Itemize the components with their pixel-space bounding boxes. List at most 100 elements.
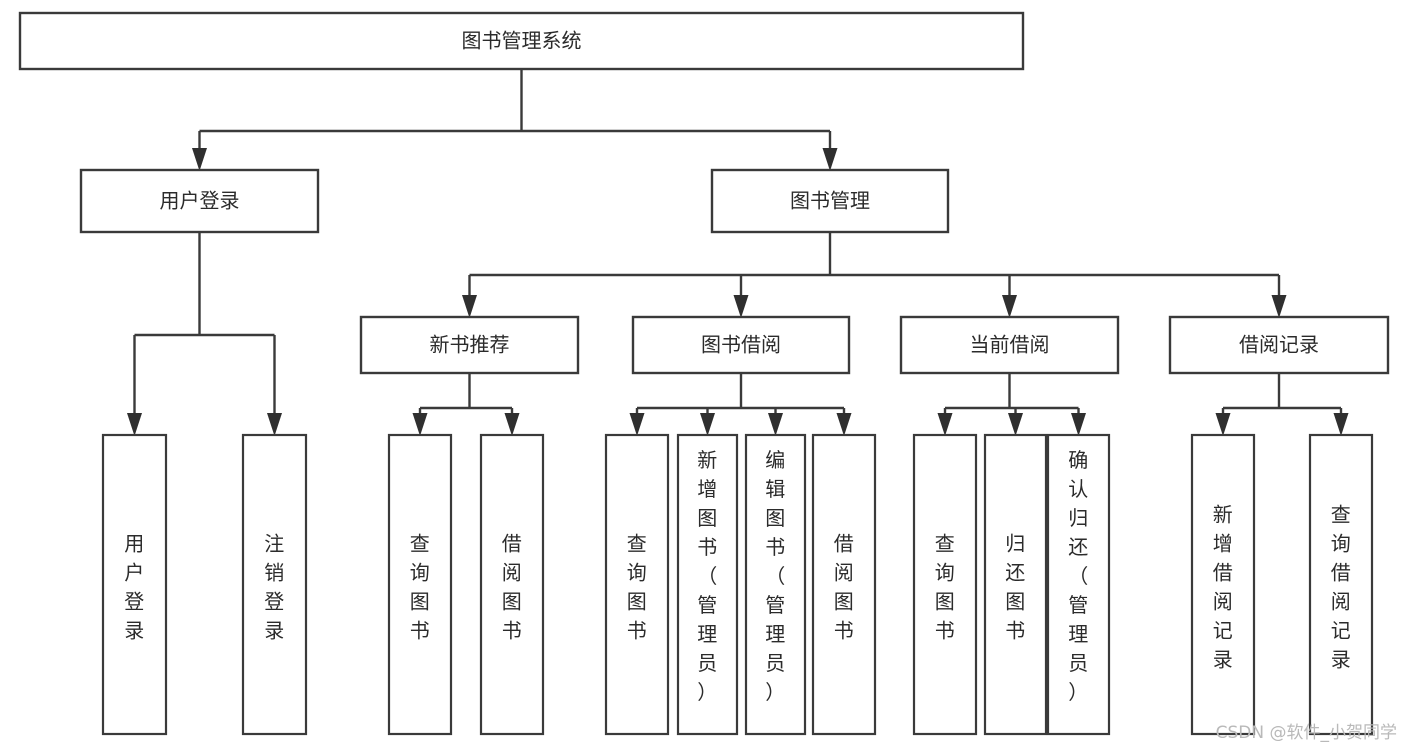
arrow-head-leaf-current-return [1008, 413, 1023, 436]
node-label-leaf-user-login: 用户登录 [124, 531, 145, 642]
arrow-head-leaf-user-logout [267, 413, 282, 436]
node-bookmgmt[interactable]: 图书管理 [710, 168, 950, 234]
label-char: 用 [124, 531, 145, 555]
label-char: 书 [765, 535, 786, 559]
node-box-borrow[interactable] [631, 315, 851, 375]
node-leaf-user-login[interactable]: 用户登录 [101, 433, 168, 736]
node-leaf-current-confirm[interactable]: 确认归还（管理员） [1046, 433, 1111, 736]
label-char: 阅 [1213, 589, 1234, 613]
label-char: 询 [1331, 531, 1352, 555]
label-char: 记 [1331, 618, 1352, 642]
node-label-leaf-new-borrow: 借阅图书 [502, 531, 523, 642]
arrow-head-leaf-new-borrow [504, 413, 520, 436]
node-leaf-user-logout[interactable]: 注销登录 [241, 433, 308, 736]
connectors-layer [127, 69, 1349, 436]
node-label-bookmgmt: 图书管理 [790, 189, 870, 213]
label-char: ） [765, 680, 786, 704]
node-box-leaf-current-confirm[interactable] [1046, 433, 1111, 736]
label-char: ） [1068, 680, 1089, 704]
node-root[interactable]: 图书管理系统 [18, 11, 1025, 71]
node-current[interactable]: 当前借阅 [899, 315, 1120, 375]
label-char: 图 [765, 506, 786, 530]
node-box-bookmgmt[interactable] [710, 168, 950, 234]
node-box-leaf-record-add[interactable] [1190, 433, 1256, 736]
arrow-head-leaf-borrow-do [836, 413, 852, 436]
node-label-leaf-current-confirm: 确认归还（管理员） [1068, 448, 1089, 704]
label-char: 书 [1005, 618, 1026, 642]
label-char: 登 [264, 589, 285, 613]
label-char: 询 [935, 560, 956, 584]
label-char: 还 [1005, 560, 1026, 584]
label-char: 书 [834, 618, 855, 642]
node-label-current: 当前借阅 [970, 333, 1050, 357]
node-record[interactable]: 借阅记录 [1168, 315, 1390, 375]
node-newbook[interactable]: 新书推荐 [359, 315, 580, 375]
label-char: 归 [1005, 531, 1026, 555]
node-box-leaf-borrow-add[interactable] [676, 433, 739, 736]
node-box-leaf-user-logout[interactable] [241, 433, 308, 736]
arrow-head-leaf-current-confirm [1071, 413, 1086, 436]
node-box-leaf-user-login[interactable] [101, 433, 168, 736]
label-char: 新 [697, 448, 718, 472]
node-box-record[interactable] [1168, 315, 1390, 375]
label-char: 销 [264, 560, 285, 584]
node-leaf-new-query[interactable]: 查询图书 [387, 433, 453, 736]
node-leaf-borrow-query[interactable]: 查询图书 [604, 433, 670, 736]
node-leaf-record-add[interactable]: 新增借阅记录 [1190, 433, 1256, 736]
node-label-root: 图书管理系统 [462, 29, 582, 53]
label-char: 借 [834, 531, 855, 555]
node-label-leaf-new-query: 查询图书 [410, 531, 431, 642]
node-label-leaf-borrow-edit: 编辑图书（管理员） [765, 448, 786, 704]
node-label-newbook: 新书推荐 [430, 333, 510, 357]
node-label-leaf-current-return: 归还图书 [1005, 531, 1026, 642]
node-borrow[interactable]: 图书借阅 [631, 315, 851, 375]
node-box-leaf-borrow-query[interactable] [604, 433, 670, 736]
label-char: 借 [1213, 560, 1234, 584]
node-box-leaf-current-query[interactable] [912, 433, 978, 736]
node-box-leaf-new-query[interactable] [387, 433, 453, 736]
node-box-leaf-borrow-do[interactable] [811, 433, 877, 736]
label-char: 图 [627, 589, 648, 613]
node-label-leaf-record-add: 新增借阅记录 [1213, 502, 1234, 671]
node-box-leaf-current-return[interactable] [983, 433, 1048, 736]
arrow-head-leaf-new-query [412, 413, 428, 436]
node-box-newbook[interactable] [359, 315, 580, 375]
arrow-head-leaf-borrow-query [629, 413, 645, 436]
node-label-leaf-borrow-add: 新增图书（管理员） [697, 448, 718, 704]
node-label-leaf-record-query: 查询借阅记录 [1331, 502, 1352, 671]
label-char: 图 [410, 589, 431, 613]
node-leaf-borrow-edit[interactable]: 编辑图书（管理员） [744, 433, 807, 736]
node-box-leaf-borrow-edit[interactable] [744, 433, 807, 736]
node-leaf-borrow-add[interactable]: 新增图书（管理员） [676, 433, 739, 736]
label-char: 书 [502, 618, 523, 642]
arrow-head-leaf-user-login [127, 413, 142, 436]
label-char: 图 [1005, 589, 1026, 613]
node-leaf-new-borrow[interactable]: 借阅图书 [479, 433, 545, 736]
label-char: 员 [765, 651, 786, 675]
node-login[interactable]: 用户登录 [79, 168, 320, 234]
arrow-head-current [1002, 295, 1017, 318]
node-box-root[interactable] [18, 11, 1025, 71]
node-box-current[interactable] [899, 315, 1120, 375]
node-box-login[interactable] [79, 168, 320, 234]
node-leaf-record-query[interactable]: 查询借阅记录 [1308, 433, 1374, 736]
label-char: （ [697, 564, 718, 588]
node-label-leaf-user-logout: 注销登录 [264, 531, 285, 642]
arrow-head-leaf-borrow-edit [768, 413, 783, 436]
node-leaf-current-return[interactable]: 归还图书 [983, 433, 1048, 736]
label-char: 录 [124, 618, 145, 642]
label-char: 书 [410, 618, 431, 642]
label-char: 录 [1331, 647, 1352, 671]
node-leaf-borrow-do[interactable]: 借阅图书 [811, 433, 877, 736]
label-char: 户 [124, 560, 145, 584]
label-char: 增 [1213, 531, 1234, 555]
label-char: 员 [697, 651, 718, 675]
nodes-layer: 图书管理系统用户登录图书管理新书推荐图书借阅当前借阅借阅记录用户登录注销登录查询… [18, 11, 1390, 736]
label-char: 图 [834, 589, 855, 613]
label-char: 新 [1213, 502, 1234, 526]
node-box-leaf-record-query[interactable] [1308, 433, 1374, 736]
node-box-leaf-new-borrow[interactable] [479, 433, 545, 736]
watermark-text: CSDN @软件_小贺同学 [1215, 723, 1397, 743]
node-leaf-current-query[interactable]: 查询图书 [912, 433, 978, 736]
